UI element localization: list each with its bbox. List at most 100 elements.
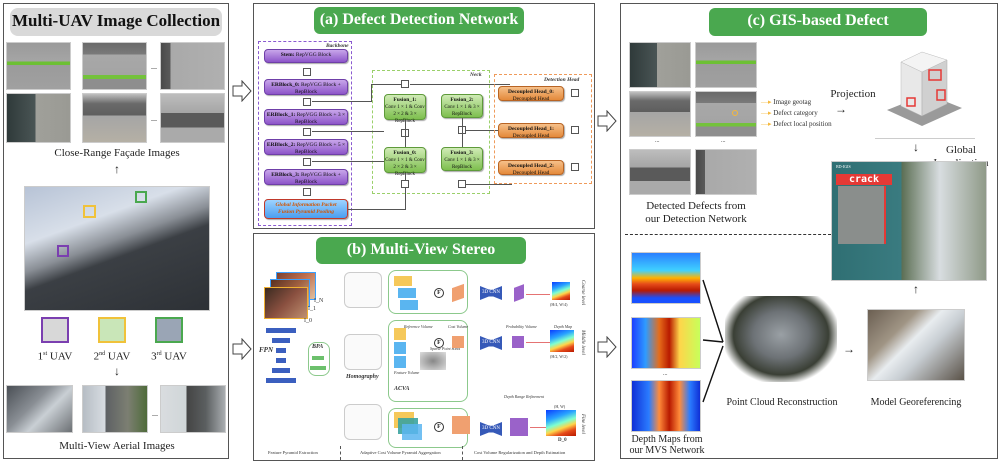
uav-label-2: 2nd UAV <box>93 350 131 363</box>
uav-marker-3 <box>135 191 147 203</box>
connector <box>312 131 384 132</box>
facade-caption: Close-Range Façade Images <box>54 147 180 159</box>
backbone-block-erblock-3: ERBlock_3: RepVGG Block + RepBlock <box>264 169 348 185</box>
connector <box>405 120 406 147</box>
res-half-label: (H/2, W/2) <box>550 354 568 359</box>
feature-cube-icon <box>401 80 409 88</box>
fusion-block-2: Fusion_2:Conv 1 × 1 & 3 × RepBlock <box>441 94 483 118</box>
arrow-right-icon: → <box>843 342 855 356</box>
feature-volume-fine <box>402 424 422 440</box>
hollow-arrow-icon <box>232 80 252 102</box>
acva-box <box>388 320 468 402</box>
reference-volume-middle <box>394 328 406 340</box>
cost-volume-box-coarse <box>388 270 468 314</box>
arrow-down-icon: ↓ <box>114 364 120 378</box>
panel-title: (b) Multi-View Stereo Network <box>316 237 526 284</box>
probability-volume-fine <box>510 418 528 436</box>
detected-image-4 <box>695 91 757 137</box>
feature-cube-icon <box>303 128 311 136</box>
facade-image-6 <box>160 93 225 143</box>
connector <box>348 209 406 210</box>
ellipsis: ... <box>151 62 157 71</box>
connector <box>410 84 510 85</box>
feature-cube-icon <box>303 68 311 76</box>
neck-label: Neck <box>470 72 482 78</box>
aerial-image-2 <box>82 385 148 433</box>
cnn-3d-middle: 3D CNN <box>480 336 502 350</box>
panel-multi-view-stereo: (b) Multi-View Stereo Network I_N I_1 I_… <box>253 233 595 461</box>
hollow-arrow-icon <box>597 110 617 132</box>
gis-header: BD-IGIS <box>836 164 851 169</box>
attribute-list: —▸ Image geotag —▸ Defect category —▸ De… <box>761 98 841 128</box>
connector <box>526 342 550 343</box>
fusion-operator-icon: F <box>434 338 444 348</box>
output-cube-icon <box>571 163 579 171</box>
input-image-0 <box>264 287 308 319</box>
building-photo <box>24 186 210 311</box>
ellipsis: ... <box>151 114 157 123</box>
sparse-point-cloud <box>420 352 446 370</box>
crack-region <box>838 186 886 244</box>
detected-image-3 <box>629 91 691 137</box>
panel-defect-detection: (a) Defect Detection Network Backbone St… <box>253 3 595 229</box>
stage-label-regularization: Cost Volume Regularization and Depth Est… <box>474 450 566 455</box>
ellipsis: ... <box>721 138 726 144</box>
panel-title: Multi-UAV Image Collection <box>10 8 222 36</box>
attribute-defect-local-position: —▸ Defect local position <box>761 120 832 128</box>
depth-map-coarse <box>552 282 570 300</box>
uav-thumb-3 <box>155 317 183 343</box>
detected-image-1 <box>629 42 691 88</box>
fpn-layer <box>272 338 290 343</box>
cnn-3d-coarse: 3D CNN <box>480 286 502 300</box>
facade-image-4 <box>6 93 71 143</box>
feature-cube-icon <box>303 188 311 196</box>
attribute-image-geotag: —▸ Image geotag <box>761 98 812 106</box>
crack-label: crack <box>836 174 892 185</box>
output-cube-icon <box>571 126 579 134</box>
label-i-n: I_N <box>314 298 324 304</box>
hollow-arrow-icon <box>232 338 252 360</box>
converging-arrows-icon <box>702 279 724 403</box>
divider <box>875 138 975 139</box>
cost-volume-label: Cost Volume <box>448 324 469 329</box>
gis-view-image: BD-IGIS crack <box>831 161 987 281</box>
panel-title: (c) GIS-based Defect Registration <box>709 8 927 55</box>
depth-range-refinement-label: Depth Range Refinement <box>504 394 544 399</box>
feature-cube-icon <box>303 98 311 106</box>
arrow-right-icon: → <box>835 102 847 116</box>
depth-map-fine <box>546 410 576 436</box>
fpn-layer <box>272 368 290 373</box>
backbone-label: Backbone <box>326 43 349 49</box>
section-divider <box>625 234 831 235</box>
building-3d-icon <box>887 51 962 126</box>
depth-map-middle <box>550 330 574 352</box>
fusion-operator-icon: F <box>434 422 444 432</box>
bpa-layer <box>312 356 324 360</box>
d0-label: D_0 <box>558 438 567 443</box>
uav-thumb-2 <box>98 317 126 343</box>
backbone-block-erblock-0: ERBlock_0: RepVGG Block + RepBlock <box>264 79 348 95</box>
connector <box>526 294 550 295</box>
uav-label-3: 3rd UAV <box>151 350 187 363</box>
fpn-layer <box>276 358 286 363</box>
aerial-image-1 <box>6 385 73 433</box>
point-cloud-caption: Point Cloud Reconstruction <box>726 397 838 408</box>
feature-volume-middle <box>394 356 406 368</box>
feature-volume-coarse <box>400 300 418 310</box>
uav-thumb-1 <box>41 317 69 343</box>
projection-label: Projection <box>830 88 876 100</box>
probability-volume-label: Probability Volume <box>506 324 537 329</box>
georef-caption: Model Georeferencing <box>870 397 962 408</box>
arrow-down-icon: ↓ <box>913 140 919 154</box>
detected-image-5 <box>629 149 691 195</box>
defect-highlight-circle <box>732 110 738 116</box>
gip-block: Global Information Packet Fusion Pyramid… <box>264 199 348 219</box>
feature-volume-coarse <box>398 288 416 298</box>
uav-label-1: 1st UAV <box>37 350 73 363</box>
connector <box>462 118 463 147</box>
fusion-block-3: Fusion_3:Conv 1 × 1 & 3 × RepBlock <box>441 147 483 171</box>
res-quarter-label: (H/4, W/4) <box>550 302 568 307</box>
detected-image-6 <box>695 149 757 195</box>
arrow-up-icon: ↑ <box>913 282 919 296</box>
neck-group <box>372 70 490 194</box>
